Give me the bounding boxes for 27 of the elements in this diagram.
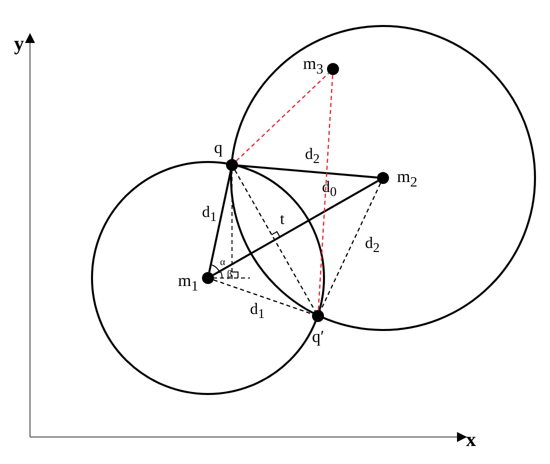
variable-label: t [280, 212, 284, 228]
axis-label: y [14, 34, 24, 54]
axis-label: x [466, 430, 476, 450]
dashed-line [320, 183, 381, 311]
line-segment [208, 170, 232, 272]
edge-label: d$_{1}$ [250, 302, 265, 321]
point-marker [377, 172, 389, 184]
point-label: q [214, 139, 222, 156]
edge-label: d$_{2}$ [365, 236, 380, 255]
edge-label: d$_{0}$ [322, 180, 337, 199]
point-marker [312, 310, 324, 322]
dashed-line [234, 170, 316, 312]
dashed-line [318, 74, 334, 310]
point-marker [226, 159, 238, 171]
edge-label: d$_{1}$ [202, 205, 217, 224]
edge-label: d$_{2}$ [305, 147, 320, 166]
point-marker [327, 63, 339, 75]
dashed-line [236, 72, 330, 162]
angle-label: α [220, 258, 226, 268]
point-marker [202, 272, 214, 284]
line-segment [238, 164, 378, 178]
point-label: q′ [312, 328, 324, 345]
point-label: m$_{1}$ [178, 272, 198, 294]
point-label: m$_{2}$ [397, 168, 418, 190]
line-segment [212, 180, 378, 276]
dashed-line [213, 279, 313, 315]
point-label: m$_{3}$ [303, 55, 324, 77]
